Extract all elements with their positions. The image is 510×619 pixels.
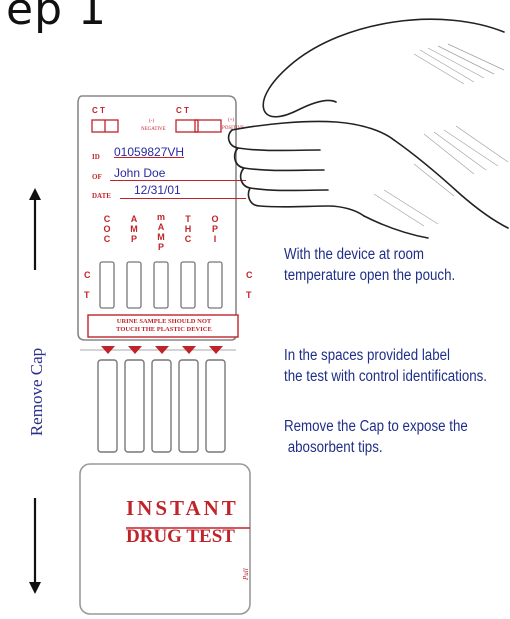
id-label: ID [92,153,100,161]
ct-right-t: T [246,290,252,300]
instruction-3: Remove the Cap to expose the abosorbent … [284,416,468,458]
control-label-left: C T [92,106,105,115]
drug-column-opi: O P I [208,214,222,244]
arrow-markers [101,346,223,354]
date-value: 12/31/01 [134,183,181,197]
warning-box: URINE SAMPLE SHOULD NOT TOUCH THE PLASTI… [90,318,238,334]
cap-title-line-2: DRUG TEST [126,526,235,547]
of-label: OF [92,173,102,181]
drug-letter: C [103,214,111,224]
positive-mark: (+) [228,118,235,123]
ct-left-t: T [84,290,90,300]
positive-label: POSITIVE [222,126,245,131]
drug-letter: P [157,242,164,252]
drug-letter: A [130,214,138,224]
drug-letter: I [213,234,217,244]
arrow-up-icon [29,188,41,270]
drug-letter: T [185,214,191,224]
control-label-right: C T [176,106,189,115]
remove-cap-label: Remove Cap [27,347,46,437]
drug-column-mamp: m A M P [154,212,168,252]
instruction-1-line-2: temperature open the pouch. [284,267,456,284]
drug-letter: A [157,222,165,232]
drug-letter: M [157,232,165,242]
date-label: DATE [92,192,111,200]
drug-letter: P [211,224,218,234]
instruction-3-line-1: Remove the Cap to expose the [284,418,468,435]
instruction-1: With the device at room temperature open… [284,244,455,286]
instruction-3-line-2: abosorbent tips. [284,439,383,456]
instruction-1-line-1: With the device at room [284,246,425,263]
instruction-2-line-1: In the spaces provided label [284,347,451,364]
arrow-down-icon [29,498,41,594]
pull-label: Pull [242,568,250,580]
drug-letter: O [211,214,219,224]
remove-cap-arrows [29,188,41,594]
drug-letter: P [130,234,137,244]
instruction-2-line-2: the test with control identifications. [284,368,488,385]
step-heading: ep 1 [6,0,107,35]
ct-left-c: C [84,270,91,280]
drug-letter: H [184,224,192,234]
drug-column-thc: T H C [181,214,195,244]
id-value: 01059827VH [114,145,185,159]
drug-letter: m [156,212,165,222]
cap-title-line-1: INSTANT [126,496,239,520]
ct-right-c: C [246,270,253,280]
date-underline [120,198,246,199]
drug-column-amp: A M P [127,214,141,244]
negative-mark: (-) [149,119,154,124]
drug-test-device [77,95,251,615]
drug-letter: O [103,224,111,234]
drug-column-coc: C O C [100,214,114,244]
drug-letter: C [103,234,111,244]
hand-illustration [227,18,509,239]
of-underline [110,180,246,181]
negative-label: NEGATIVE [141,127,166,132]
warning-line-2: TOUCH THE PLASTIC DEVICE [116,326,212,333]
instruction-2: In the spaces provided label the test wi… [284,345,487,387]
drug-letter: M [130,224,138,234]
of-value: John Doe [114,166,166,180]
drug-letter: C [184,234,192,244]
warning-line-1: URINE SAMPLE SHOULD NOT [116,318,212,325]
